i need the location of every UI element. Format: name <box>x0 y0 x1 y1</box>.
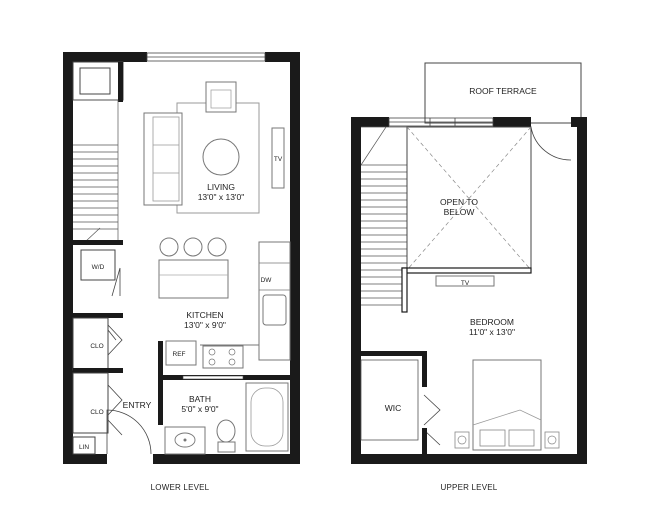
bath-room-name: BATH <box>189 394 211 404</box>
terrace-door-swing[interactable] <box>530 126 572 161</box>
kitchen-room-size: 13'0" x 9'0" <box>184 320 226 330</box>
bed <box>472 359 542 451</box>
closet-upper-label: CLO <box>90 343 103 350</box>
living-tv-label: TV <box>274 156 283 163</box>
bar-stool-2 <box>183 237 203 257</box>
kitchen-island <box>158 259 229 299</box>
wic-wall-bottom <box>422 428 427 454</box>
bar-stool-1 <box>159 237 179 257</box>
washer-dryer <box>80 249 116 281</box>
lower-level-title: LOWER LEVEL <box>151 483 210 492</box>
dishwasher-label: DW <box>261 277 273 284</box>
kitchen-wall-stub <box>158 341 163 378</box>
laundry-door[interactable] <box>111 267 121 297</box>
lower-wall-top-left <box>63 52 147 62</box>
bed-blanket-fold <box>472 409 542 426</box>
roof-terrace-label: ROOF TERRACE <box>469 86 537 96</box>
kitchen-room-name: KITCHEN <box>186 310 223 320</box>
linen-label: LIN <box>79 444 89 451</box>
entry-label: ENTRY <box>123 400 152 410</box>
coffee-table <box>202 138 240 176</box>
closet-lower-box <box>72 372 109 434</box>
washer-box-outline <box>79 67 111 95</box>
bar-stool-3 <box>207 237 227 257</box>
upper-level-title: UPPER LEVEL <box>441 483 498 492</box>
bath-sink <box>174 432 196 448</box>
lower-top-window <box>146 52 266 62</box>
nightstand-left <box>454 431 470 449</box>
sofa <box>143 112 183 206</box>
open-to-below-line1: OPEN TO <box>440 197 478 207</box>
upper-wall-left <box>351 117 361 464</box>
refrigerator <box>165 340 197 366</box>
upper-level-plan: ROOF TERRACE <box>351 62 587 492</box>
vanity <box>164 426 206 455</box>
loft-railing-horizontal <box>401 267 532 274</box>
entry-door-swing[interactable] <box>106 409 152 455</box>
closet-upper-door[interactable] <box>107 324 123 356</box>
upper-tv-console <box>435 275 495 287</box>
wic-wall-top <box>361 351 427 356</box>
nightstand-right <box>544 431 560 449</box>
pillow-right <box>508 429 535 447</box>
stair-wall-right <box>118 62 123 102</box>
armchair <box>205 81 237 113</box>
living-room-size: 13'0" x 13'0" <box>198 192 245 202</box>
cooktop <box>202 345 244 369</box>
bedroom-size: 11'0" x 13'0" <box>469 327 515 337</box>
closet-lower-label: CLO <box>90 409 103 416</box>
laundry-label: W/D <box>92 264 105 271</box>
bath-room-size: 5'0" x 9'0" <box>181 404 218 414</box>
open-to-below-line2: BELOW <box>444 207 475 217</box>
wic-label: WIC <box>385 403 402 413</box>
bedroom-name: BEDROOM <box>470 317 514 327</box>
toilet <box>216 419 236 443</box>
linen-closet <box>72 436 96 455</box>
upper-tv-label: TV <box>461 280 470 287</box>
lower-wall-right <box>290 52 300 464</box>
wic-closet-shelf <box>360 359 419 441</box>
kitchen-counter-right <box>258 241 291 361</box>
tv-console <box>271 127 285 189</box>
living-room-name: LIVING <box>207 182 235 192</box>
laundry-wall-top <box>73 240 123 245</box>
bathtub <box>245 382 289 452</box>
lower-stairs <box>73 99 119 243</box>
upper-wall-bottom <box>351 454 587 464</box>
kitchen-sink <box>262 294 287 326</box>
lower-wall-left <box>63 52 73 464</box>
sofa-seat <box>152 116 180 202</box>
loft-railing-vertical <box>401 267 408 313</box>
bath-wall-top-right <box>243 375 290 380</box>
entry-door-gap <box>107 454 153 464</box>
closet-lower-door[interactable] <box>107 384 123 436</box>
fridge-label: REF <box>173 351 186 358</box>
upper-stairs <box>360 126 408 312</box>
upper-wall-right <box>577 117 587 464</box>
closet-divider <box>73 368 123 373</box>
upper-wall-top-mid <box>493 117 531 127</box>
wic-wall-right <box>422 351 427 387</box>
lower-wall-top-right <box>265 52 300 62</box>
laundry-wall-bottom <box>73 313 123 318</box>
bath-door-frame[interactable] <box>182 375 244 380</box>
lower-wall-bottom-right <box>153 454 300 464</box>
upper-top-window <box>388 117 494 127</box>
upper-wall-top-left <box>351 117 389 127</box>
pillow-left <box>479 429 506 447</box>
lower-level-plan: TV LIVING 13'0" x 13'0" DW REF KITCHEN 1… <box>63 52 300 492</box>
bath-wall-left <box>158 375 163 425</box>
